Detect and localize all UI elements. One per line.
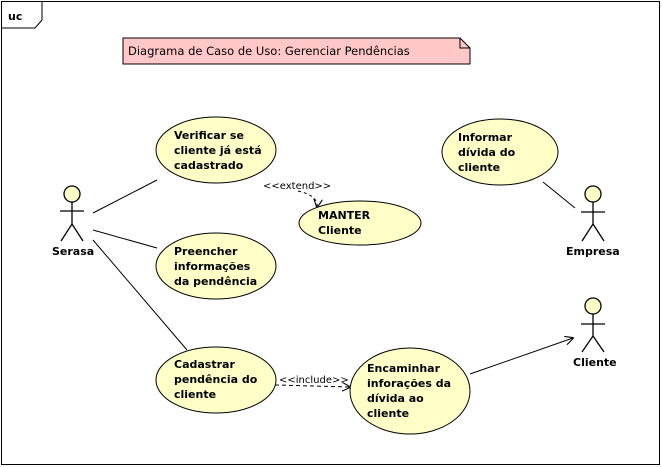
usecase-preencher-line-1: Preencher [174,245,238,258]
usecase-manter-line-2: Cliente [318,224,362,237]
usecase-verificar-line-3: cadastrado [174,159,244,172]
usecase-encaminhar-line-2: inforações da [367,377,451,390]
include-arrow [274,385,350,387]
actor-empresa[interactable]: Empresa [566,185,620,258]
association-informar-empresa [542,181,576,209]
stick-figure-icon [581,185,605,242]
usecase-encaminhar-line-1: Encaminhar [367,362,441,375]
actor-cliente-label: Cliente [573,356,617,369]
stick-figure-icon [60,185,84,242]
frame-tab [1,1,43,29]
usecase-cadastrar-line-2: pendência do [174,373,258,386]
association-serasa-verificar [92,179,158,214]
usecase-manter[interactable]: MANTER Cliente [298,200,422,246]
actor-cliente[interactable]: Cliente [573,297,617,369]
usecase-verificar-line-2: cliente já está [174,144,262,157]
association-encaminhar-cliente [469,338,573,375]
usecase-encaminhar[interactable]: Encaminhar inforações da dívida ao clien… [349,347,471,435]
usecase-verificar-line-1: Verificar se [174,129,244,142]
actor-empresa-label: Empresa [566,245,620,258]
usecase-preencher-line-3: da pendência [174,275,257,288]
usecase-informar-line-1: Informar [458,131,513,144]
stick-figure-icon [581,297,605,353]
usecase-informar[interactable]: Informar dívida do cliente [441,118,559,186]
diagram-note[interactable]: Diagrama de Caso de Uso: Gerenciar Pendê… [122,37,471,65]
extend-label: <<extend>> [263,181,331,192]
include-label: <<include>> [279,375,349,386]
usecase-cadastrar[interactable]: Cadastrar pendência do cliente [155,346,277,414]
usecase-cadastrar-line-1: Cadastrar [174,358,235,371]
usecase-cadastrar-line-3: cliente [174,388,216,401]
usecase-manter-line-1: MANTER [318,209,371,222]
actor-serasa[interactable]: Serasa [52,185,94,258]
association-serasa-preencher [92,229,158,249]
actor-serasa-label: Serasa [52,245,94,258]
usecase-preencher-line-2: informações [174,260,251,273]
extend-arrow [297,190,317,207]
usecase-informar-line-3: cliente [458,161,500,174]
usecase-encaminhar-line-3: dívida ao [367,392,424,405]
association-serasa-cadastrar [92,239,188,351]
note-text: Diagrama de Caso de Uso: Gerenciar Pendê… [128,44,410,58]
usecase-informar-line-2: dívida do [458,146,516,159]
frame-label: uc [8,10,22,23]
usecase-preencher[interactable]: Preencher informações da pendência [155,232,277,300]
usecase-encaminhar-line-4: cliente [367,407,409,420]
usecase-verificar[interactable]: Verificar se cliente já está cadastrado [155,116,277,184]
